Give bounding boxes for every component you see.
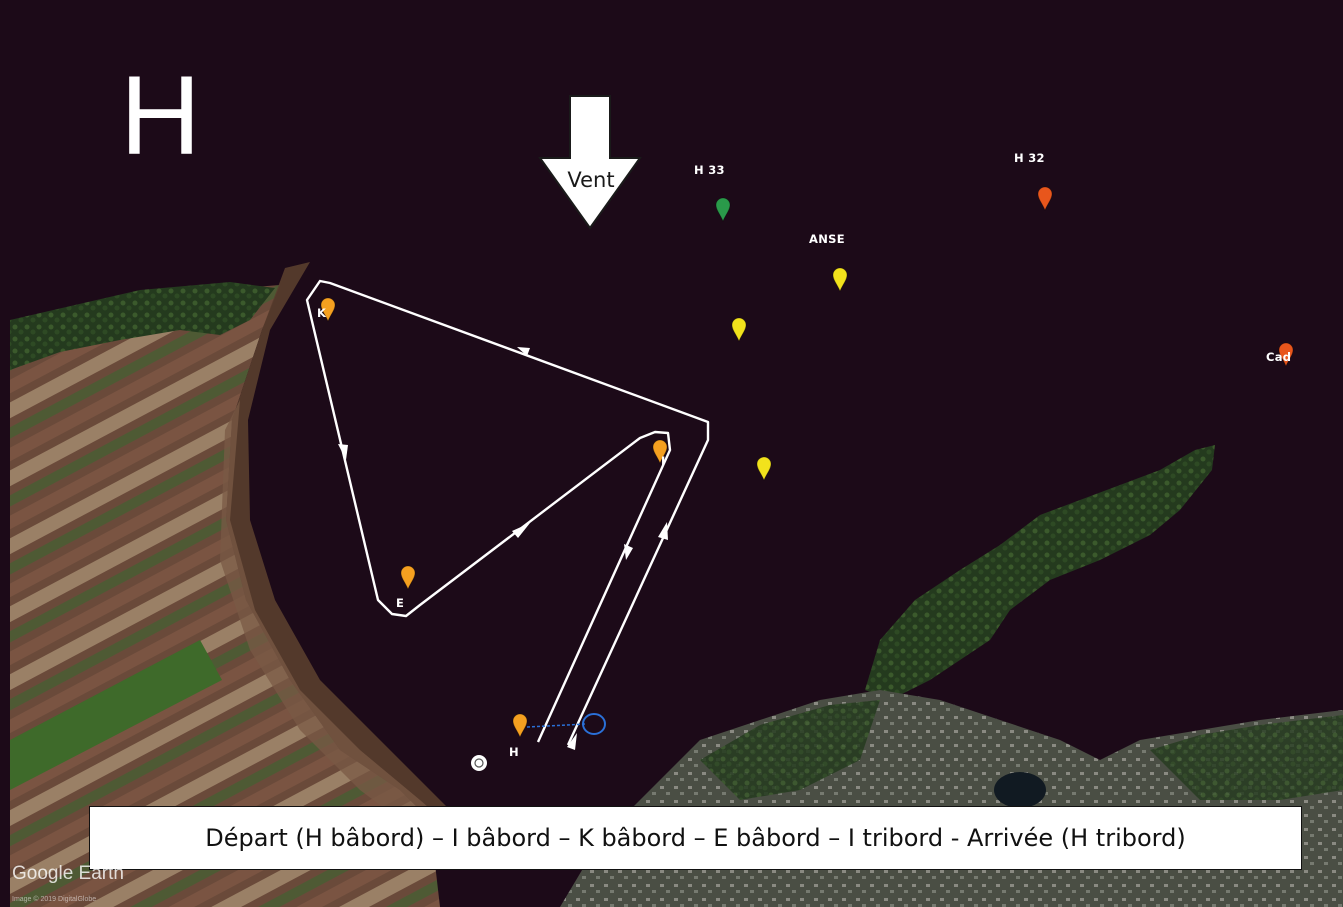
mark-pin-k	[320, 297, 336, 323]
shallow-water-2	[220, 400, 460, 835]
imagery-credit: Image © 2019 DigitalGlobe	[12, 896, 97, 903]
mark-label-h32: H 32	[1014, 151, 1045, 165]
route-description: Départ (H bâbord) – I bâbord – K bâbord …	[89, 806, 1302, 870]
mark-pin-cad	[1278, 342, 1294, 368]
wind-arrow-icon	[538, 95, 642, 230]
mark-pin-h33	[715, 197, 731, 223]
shore-trees	[10, 282, 275, 370]
mark-label-cad: Cad	[1266, 350, 1292, 364]
island	[865, 445, 1215, 700]
mark-label-i: I	[661, 454, 666, 468]
buoy-icon	[471, 755, 487, 771]
course-line	[305, 279, 710, 746]
mark-pin-y2	[756, 456, 772, 482]
mark-label-k: K	[317, 306, 327, 320]
mark-pin-h	[512, 713, 528, 739]
mark-pin-e	[400, 565, 416, 591]
mark-pin-h32	[1037, 186, 1053, 212]
mark-pin-y1	[731, 317, 747, 343]
mark-pin-anse	[832, 267, 848, 293]
right-shore-trees	[1150, 715, 1343, 800]
shallow-water	[226, 262, 470, 830]
course-letter: H	[120, 53, 201, 178]
mark-label-h33: H 33	[694, 163, 725, 177]
committee-boat	[582, 713, 606, 735]
wind-label: Vent	[567, 168, 615, 192]
route-description-text: Départ (H bâbord) – I bâbord – K bâbord …	[205, 824, 1186, 852]
mark-label-e: E	[396, 596, 405, 610]
course-arrows	[338, 347, 668, 750]
green-field	[10, 640, 222, 790]
mark-pin-i	[652, 439, 668, 465]
mark-label-anse: ANSE	[809, 232, 845, 246]
south-shore-trees	[700, 700, 880, 800]
mark-label-h: H	[509, 745, 519, 759]
google-earth-watermark: Google Earth	[12, 863, 124, 884]
course-marks	[320, 186, 1294, 739]
pond	[994, 772, 1046, 808]
